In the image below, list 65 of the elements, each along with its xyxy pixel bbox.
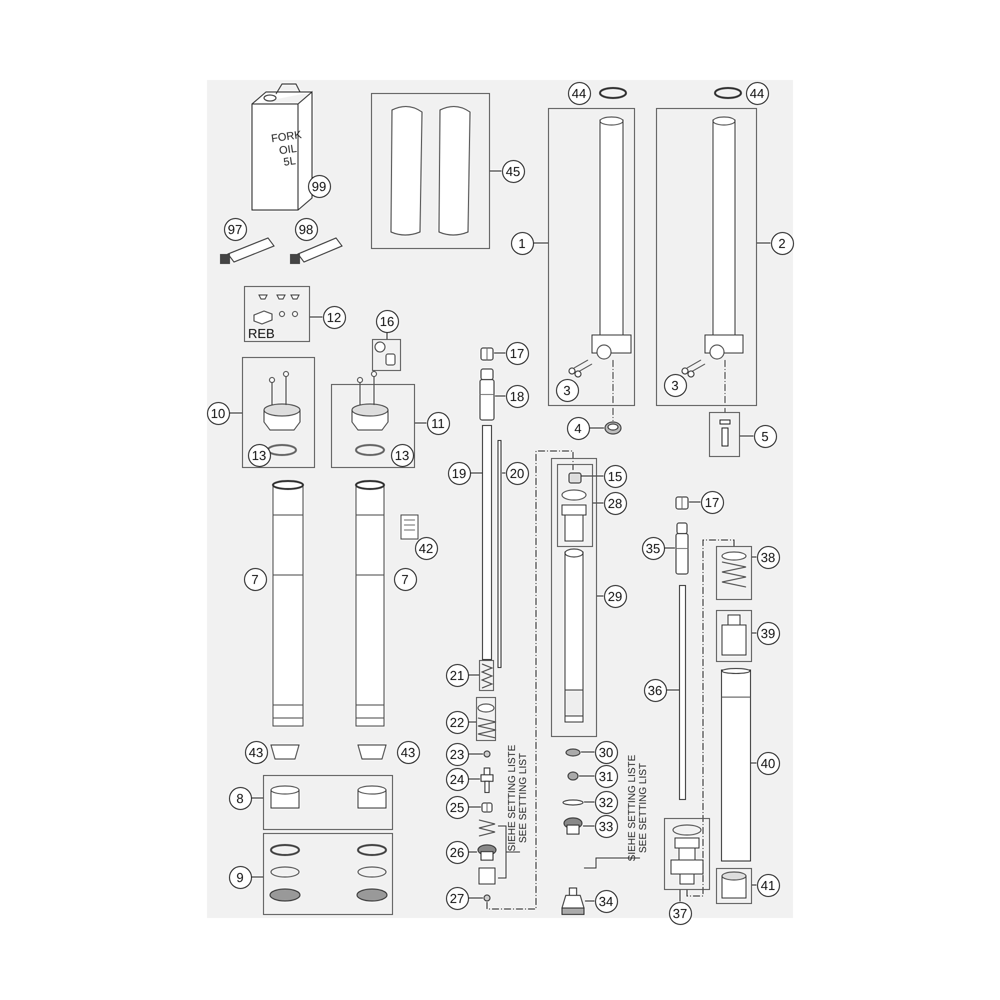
needle-drawing bbox=[480, 767, 494, 793]
assembly-line bbox=[486, 450, 574, 910]
leader-line bbox=[494, 352, 506, 354]
cap-drawing bbox=[568, 472, 582, 484]
leader-line bbox=[752, 884, 757, 886]
group-frame bbox=[263, 833, 393, 915]
group-frame bbox=[263, 775, 393, 830]
leader-line bbox=[310, 316, 323, 318]
note-text: SIEHE SETTING LISTE bbox=[628, 754, 638, 862]
leader-line bbox=[470, 472, 482, 474]
group-frame bbox=[716, 610, 752, 662]
ball-drawing bbox=[483, 750, 491, 758]
group-frame bbox=[479, 660, 494, 691]
assembly-line bbox=[686, 540, 734, 896]
group-frame bbox=[476, 697, 496, 741]
leader-line bbox=[752, 632, 757, 634]
ball-drawing bbox=[483, 894, 491, 902]
leader-line bbox=[468, 778, 480, 780]
group-frame bbox=[716, 868, 752, 904]
leader-line bbox=[752, 556, 757, 558]
group-frame bbox=[242, 357, 315, 468]
rod-drawing bbox=[482, 425, 492, 660]
leader-line bbox=[251, 876, 264, 878]
leader-line bbox=[592, 502, 604, 504]
group-frame bbox=[557, 464, 593, 547]
group-frame bbox=[656, 108, 757, 406]
note-text: SEE SETTING LIST bbox=[519, 752, 529, 844]
leader-line bbox=[468, 806, 482, 808]
part-code: REB bbox=[248, 327, 275, 340]
rod-drawing bbox=[497, 440, 502, 668]
group-frame bbox=[331, 384, 415, 468]
tube-drawing bbox=[721, 668, 751, 862]
shim-drawing bbox=[562, 799, 584, 806]
group-frame bbox=[664, 818, 710, 890]
leader-line bbox=[490, 170, 502, 172]
valve-drawing bbox=[563, 817, 583, 835]
leader-line bbox=[414, 422, 427, 424]
nut-drawing bbox=[481, 801, 493, 813]
group-frame bbox=[372, 339, 401, 371]
group-frame bbox=[551, 458, 597, 737]
leader-line bbox=[750, 762, 757, 764]
valve-drawing bbox=[477, 844, 497, 861]
cartridge-drawing bbox=[675, 522, 689, 575]
leader-line bbox=[502, 472, 506, 474]
cartridge-drawing bbox=[479, 368, 495, 421]
leader-line bbox=[468, 674, 480, 676]
valve-base-drawing bbox=[561, 887, 585, 915]
leader-line bbox=[584, 900, 595, 902]
note-text: SEE SETTING LIST bbox=[639, 762, 649, 854]
note-text: SIEHE SETTING LISTE bbox=[508, 744, 518, 852]
group-frame bbox=[709, 412, 740, 457]
group-frame bbox=[371, 93, 490, 249]
leader-line bbox=[533, 242, 548, 244]
can-label: FORK OIL 5L bbox=[270, 129, 304, 171]
washer-drawing bbox=[567, 771, 579, 781]
group-frame bbox=[548, 108, 635, 406]
nut-drawing bbox=[480, 346, 494, 361]
rod-drawing bbox=[679, 585, 686, 800]
leader-line bbox=[756, 242, 771, 244]
leader-line bbox=[229, 412, 242, 414]
group-frame bbox=[716, 546, 752, 600]
leader-line bbox=[386, 332, 388, 340]
nut-drawing bbox=[675, 495, 689, 510]
group-frame bbox=[244, 286, 310, 342]
seal-drawing bbox=[604, 421, 622, 435]
